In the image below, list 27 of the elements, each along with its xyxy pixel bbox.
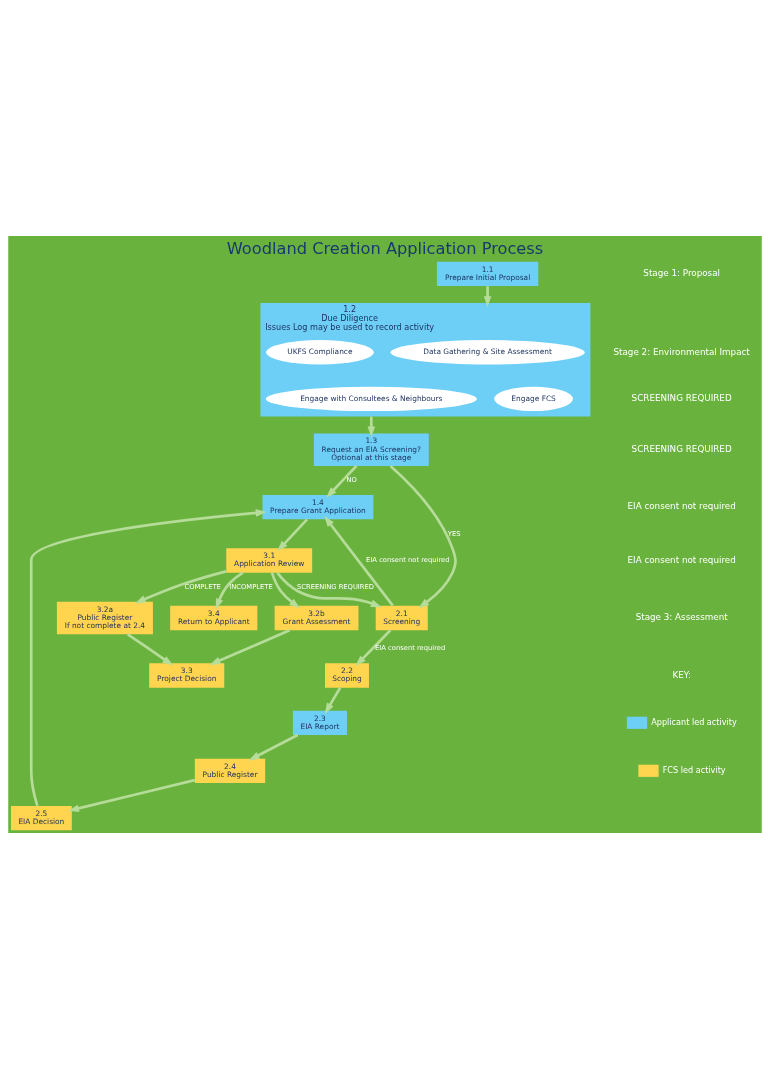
legend-label: Applicant led activity (651, 716, 737, 727)
label: Stage 1: Proposal (643, 268, 720, 279)
label: Stage 2: Environmental Impact (613, 346, 750, 357)
arrow (126, 633, 174, 666)
arrow (276, 572, 382, 608)
label: Stage 3: Assessment (635, 612, 728, 623)
arrow (270, 572, 301, 609)
legend-label: FCS led activity (662, 764, 726, 775)
arrow (134, 570, 227, 604)
arrow (215, 571, 244, 610)
arrow (326, 465, 358, 498)
arrow (324, 687, 342, 714)
arrow (389, 465, 457, 609)
label: KEY: (672, 669, 691, 680)
label: SCREENING REQUIRED (631, 393, 732, 404)
arrow (209, 629, 291, 665)
diagram-title: Woodland Creation Application Process (226, 239, 544, 259)
label: SCREENING REQUIRED (631, 443, 732, 454)
arrow (483, 286, 492, 307)
label: EIA consent not required (627, 554, 736, 565)
arrow (277, 518, 309, 552)
arrow (248, 733, 299, 761)
arrow (324, 516, 394, 607)
arrow (68, 778, 196, 813)
arrow (367, 416, 376, 438)
label: EIA consent not required (627, 501, 736, 512)
arrow (355, 629, 392, 667)
